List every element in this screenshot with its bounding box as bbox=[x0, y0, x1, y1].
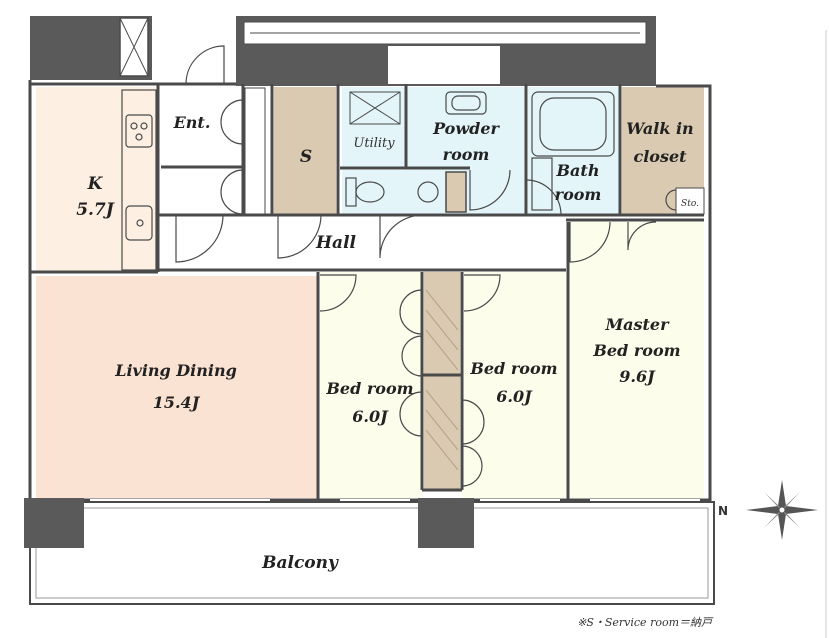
bedroom-1-name: Bed room bbox=[325, 379, 413, 398]
entrance-label: Ent. bbox=[173, 113, 211, 132]
bath-room-fill bbox=[528, 87, 620, 215]
bedroom-2-fill bbox=[462, 272, 566, 498]
powder-room-label-1: Powder bbox=[432, 119, 500, 138]
service-room-label: S bbox=[300, 147, 312, 167]
toilet-fixture bbox=[345, 177, 439, 207]
storage-label: Sto. bbox=[681, 199, 699, 209]
closet-hatching bbox=[425, 289, 459, 471]
top-vent bbox=[388, 46, 500, 84]
walkin-closet-label-2: closet bbox=[633, 147, 687, 166]
utility-label: Utility bbox=[353, 136, 395, 151]
powder-room-label-2: room bbox=[443, 145, 490, 164]
door-swings bbox=[175, 45, 677, 487]
bedroom-2-name: Bed room bbox=[469, 359, 557, 378]
storage-fill bbox=[675, 187, 705, 215]
bedroom-1-size: 6.0J bbox=[352, 407, 389, 426]
bathtub-fixture bbox=[531, 91, 615, 211]
bath-room-label-1: Bath bbox=[556, 161, 600, 180]
hall-label: Hall bbox=[315, 233, 357, 253]
toilet-fill bbox=[342, 170, 444, 214]
walkin-closet-label-1: Walk in bbox=[626, 119, 693, 138]
utility-fill bbox=[342, 87, 406, 167]
service-room-fill bbox=[274, 87, 336, 215]
bedroom-1-fill bbox=[320, 272, 422, 498]
compass-north-label: N bbox=[718, 504, 728, 518]
master-bedroom-label-2: Bed room bbox=[592, 341, 680, 360]
toilet-shelf bbox=[445, 171, 467, 213]
kitchen-fixtures bbox=[121, 89, 157, 271]
living-dining-name: Living Dining bbox=[114, 361, 237, 380]
balcony-label: Balcony bbox=[261, 553, 339, 573]
bedroom-2-size: 6.0J bbox=[496, 387, 533, 406]
living-dining-fill bbox=[36, 276, 318, 498]
bath-room-label-2: room bbox=[555, 185, 602, 204]
powder-fixtures bbox=[445, 91, 487, 115]
shoe-cabinet bbox=[244, 87, 266, 215]
kitchen-size: 5.7J bbox=[76, 200, 115, 220]
service-room-note: ※S・Service room＝納戸 bbox=[577, 616, 714, 629]
living-dining-size: 15.4J bbox=[153, 393, 201, 412]
balcony-area bbox=[29, 501, 715, 605]
closet-strip bbox=[424, 272, 460, 490]
entrance-fill bbox=[161, 87, 243, 167]
walls bbox=[28, 80, 712, 502]
master-bedroom-label-1: Master bbox=[604, 315, 670, 334]
compass-rose-icon bbox=[746, 480, 818, 540]
column-left bbox=[24, 498, 84, 548]
utility-fixtures bbox=[349, 91, 401, 125]
column-mid bbox=[418, 498, 474, 548]
kitchen-name: K bbox=[87, 174, 104, 194]
master-bedroom-size: 9.6J bbox=[619, 367, 656, 386]
master-bedroom-fill bbox=[570, 222, 704, 498]
